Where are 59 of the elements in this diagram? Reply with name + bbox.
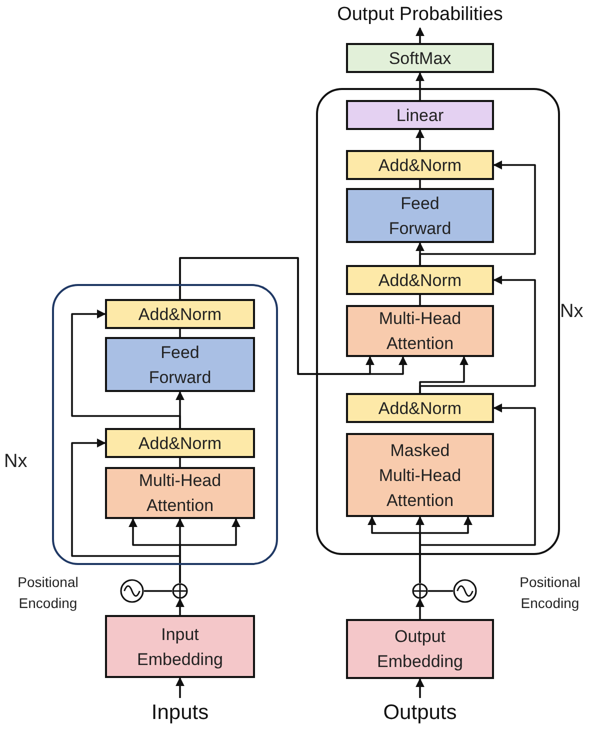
box-label: Add&Norm [137,304,223,326]
connector-line [419,295,421,305]
attention-box [346,305,494,357]
connector-line [144,590,172,592]
box-label: Output Embedding [376,626,464,673]
add-norm-box [105,428,255,458]
layer-stack-frame [52,284,278,565]
arrow [416,129,424,150]
feed-forward-box [105,337,255,392]
box-label: Add&Norm [377,154,463,176]
arrow [71,438,181,583]
connector-line [179,458,181,467]
arrow [71,310,181,428]
repeat-count-label: Nx [560,300,584,324]
box-label: Add&Norm [137,432,223,454]
box-label: Masked Multi-Head Attention [378,440,462,512]
io-label: Output Probabilities [320,2,520,28]
add-norm-box [346,393,494,423]
add-symbol [172,583,188,599]
repeat-count-label: Nx [4,450,28,474]
arrow [419,160,536,265]
connector-line [179,329,181,337]
arrow [416,72,424,100]
box-label: Feed Forward [148,342,212,388]
softmax-box [346,43,494,73]
embedding-box [105,615,255,678]
attention-box [105,467,255,519]
masked-attention-box [346,433,494,517]
arrow [176,598,184,615]
arrow [416,678,424,698]
io-label: Outputs [370,698,470,728]
add-norm-box [346,150,494,180]
box-label: Add&Norm [377,270,463,292]
positional-encoding-label: Positional Encoding [518,573,582,613]
box-label: Multi-Head Attention [138,470,222,517]
io-label: Inputs [135,698,225,728]
box-label: Linear [395,104,445,126]
box-label: Feed Forward [388,192,452,240]
arrow [419,404,536,583]
box-label: SoftMax [388,48,452,70]
box-label: Add&Norm [377,398,463,420]
sine-wave-symbol [120,579,144,603]
arrow [176,677,184,698]
linear-box [346,100,494,130]
box-label: Input Embedding [136,624,224,670]
embedding-box [346,619,494,679]
feed-forward-box [346,188,494,243]
add-norm-box [105,299,255,329]
arrow [416,598,424,619]
arrow [416,27,424,43]
connector-line [419,180,421,188]
sine-wave-symbol [453,579,477,603]
add-symbol [412,583,428,599]
layer-stack-frame [316,88,560,555]
positional-encoding-label: Positional Encoding [16,573,80,613]
add-norm-box [346,265,494,295]
connector-line [428,590,453,592]
box-label: Multi-Head Attention [378,308,462,355]
arrow [419,276,536,393]
